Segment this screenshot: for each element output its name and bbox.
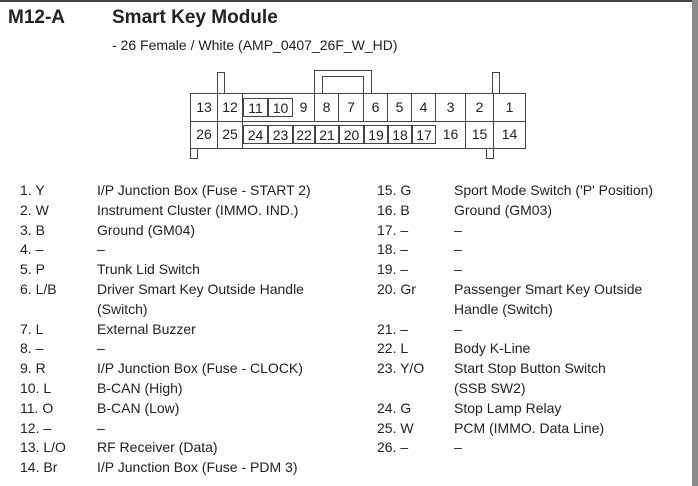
pin-description: B-CAN (High) bbox=[97, 379, 183, 396]
header-rule bbox=[0, 0, 698, 2]
connector-pin-9: 9 bbox=[293, 94, 315, 121]
pin-number: 15. G bbox=[377, 182, 412, 198]
pin-description: Stop Lamp Relay bbox=[454, 399, 562, 416]
pin-number: 11. O bbox=[20, 399, 54, 416]
connector-pin-14: 14 bbox=[501, 126, 518, 142]
pin-description: I/P Junction Box (Fuse - CLOCK) bbox=[97, 360, 303, 377]
connector-pin-13: 13 bbox=[191, 94, 218, 121]
pin-number: 12. – bbox=[20, 419, 52, 436]
right-edge-bar bbox=[692, 0, 698, 486]
page-title: Smart Key Module bbox=[112, 7, 278, 28]
connector-pin-8: 8 bbox=[315, 94, 339, 121]
pin-description: – bbox=[97, 340, 105, 357]
connector-pin-5: 5 bbox=[388, 94, 412, 121]
connector-foot-left bbox=[190, 149, 198, 159]
pin-number: 18. – bbox=[377, 241, 409, 258]
pin-number: 3. B bbox=[20, 221, 45, 238]
pin-number: 14. Br bbox=[20, 459, 58, 476]
pin-description: Ground (GM04) bbox=[97, 221, 196, 238]
pin-description: B-CAN (Low) bbox=[97, 399, 180, 416]
pin-number: 8. – bbox=[20, 340, 44, 357]
connector-pin-18: 18 bbox=[388, 125, 412, 144]
pin-number: 5. P bbox=[20, 261, 45, 278]
pin-number: 7. L bbox=[20, 320, 44, 337]
pin-description: – bbox=[454, 261, 462, 278]
pin-description: – bbox=[97, 241, 105, 258]
connector-pin-11: 11 bbox=[243, 98, 268, 117]
connector-pin-26: 26 bbox=[191, 121, 218, 148]
pin-number: 24. G bbox=[377, 399, 412, 416]
connector-pin-25: 25 bbox=[218, 121, 243, 148]
pin-number: 16. B bbox=[377, 201, 410, 218]
connector-pin-3: 3 bbox=[436, 94, 466, 121]
connector-spec: - 26 Female / White (AMP_0407_26F_W_HD) bbox=[112, 37, 398, 53]
pin-description: RF Receiver (Data) bbox=[97, 439, 218, 456]
pin-description: External Buzzer bbox=[97, 320, 196, 337]
pin-description: I/P Junction Box (Fuse - PDM 3) bbox=[97, 459, 298, 476]
pin-description: Ground (GM03) bbox=[454, 201, 553, 218]
pin-description: Handle (Switch) bbox=[454, 300, 553, 317]
pin-number: 25. W bbox=[377, 419, 414, 436]
pin-description: Sport Mode Switch ('P' Position) bbox=[454, 182, 654, 198]
pin-description: (SSB SW2) bbox=[454, 379, 526, 396]
connector-latch-left bbox=[217, 72, 225, 93]
pin-number: 2. W bbox=[20, 201, 49, 218]
pin-number: 13. L/O bbox=[20, 439, 66, 456]
connector-pin-12: 12 bbox=[218, 94, 243, 121]
pin-number: 17. – bbox=[377, 221, 409, 238]
connector-key-inner bbox=[322, 76, 364, 93]
pin-description: – bbox=[454, 241, 462, 258]
pin-description: (Switch) bbox=[97, 300, 148, 317]
connector-pin-10: 10 bbox=[268, 98, 293, 117]
pin-description: – bbox=[454, 221, 462, 238]
connector-pin-16: 16 bbox=[436, 121, 466, 148]
pin-number: 20. Gr bbox=[377, 280, 416, 297]
connector-code: M12-A bbox=[8, 7, 66, 28]
connector-foot-right bbox=[486, 149, 494, 159]
connector-pin-19: 19 bbox=[364, 125, 388, 144]
connector-pin-24: 24 bbox=[243, 125, 268, 144]
pin-number: 6. L/B bbox=[20, 280, 57, 297]
connector-pin-4: 4 bbox=[412, 94, 436, 121]
connector-pin-21: 21 bbox=[315, 125, 339, 144]
pin-number: 1. Y bbox=[20, 182, 45, 198]
pin-description: Instrument Cluster (IMMO. IND.) bbox=[97, 201, 299, 218]
connector-pin-1: 1 bbox=[505, 99, 514, 115]
pin-number: 19. – bbox=[377, 261, 409, 278]
pin-description: – bbox=[454, 439, 462, 456]
connector-pin-17: 17 bbox=[412, 125, 436, 144]
pin-number: 23. Y/O bbox=[377, 360, 425, 377]
connector-pin-22: 22 bbox=[293, 125, 315, 144]
connector-key-outer bbox=[314, 70, 372, 93]
pin-number: 21. – bbox=[377, 320, 409, 337]
connector-pin-23: 23 bbox=[268, 125, 293, 144]
connector-pin-6: 6 bbox=[364, 94, 388, 121]
pin-description: Passenger Smart Key Outside bbox=[454, 280, 643, 297]
pin-number: 22. L bbox=[377, 340, 409, 357]
pin-description: Start Stop Button Switch bbox=[454, 360, 606, 377]
pin-number: 9. R bbox=[20, 360, 46, 377]
pin-description: Body K-Line bbox=[454, 340, 531, 357]
pin-description: PCM (IMMO. Data Line) bbox=[454, 419, 605, 436]
pin-description: Driver Smart Key Outside Handle bbox=[97, 280, 304, 297]
connector-pin-20: 20 bbox=[339, 125, 364, 144]
pin-description: Trunk Lid Switch bbox=[97, 261, 200, 278]
connector-pin-2: 2 bbox=[466, 94, 494, 121]
connector-pin-7: 7 bbox=[339, 94, 364, 121]
pin-number: 4. – bbox=[20, 241, 44, 258]
pin-description: I/P Junction Box (Fuse - START 2) bbox=[97, 182, 311, 198]
pin-description: – bbox=[97, 419, 105, 436]
pin-number: 26. – bbox=[377, 439, 409, 456]
connector-pin-15: 15 bbox=[466, 121, 494, 148]
pin-number: 10. L bbox=[20, 379, 52, 396]
pin-description: – bbox=[454, 320, 462, 337]
connector-latch-right bbox=[492, 72, 500, 93]
